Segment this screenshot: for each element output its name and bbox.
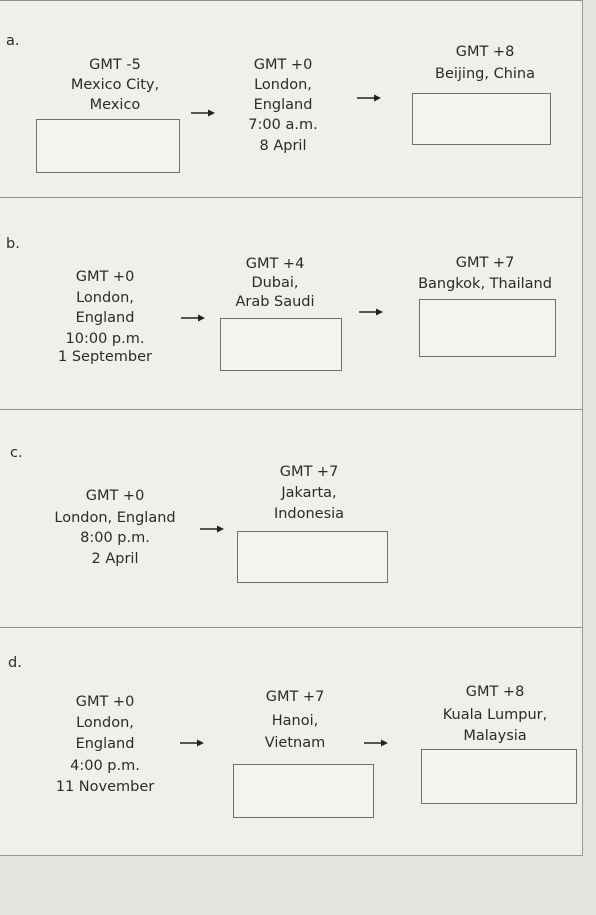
origin-offset: GMT +0 [75, 269, 135, 285]
middle-city: Hanoi, [271, 713, 319, 729]
origin-date: 2 April [91, 551, 139, 567]
middle-offset: GMT +4 [245, 256, 305, 272]
exercise-label-d: d. [8, 655, 22, 671]
origin-date: 1 September [58, 349, 152, 365]
origin-time: 4:00 p.m. [70, 758, 140, 774]
right-offset: GMT +7 [455, 255, 515, 271]
right-arrow-icon [181, 313, 205, 323]
right-arrow-icon [364, 738, 388, 748]
right-arrow-icon [200, 524, 224, 534]
answer-box[interactable] [233, 764, 374, 818]
right-arrow-icon [359, 307, 383, 317]
origin-offset: GMT -5 [89, 57, 141, 73]
origin-country: England [75, 310, 135, 326]
section-divider [0, 197, 582, 198]
answer-box[interactable] [220, 318, 342, 371]
exercise-label-a: a. [6, 33, 20, 49]
answer-box[interactable] [36, 119, 180, 173]
right-arrow-icon [357, 93, 381, 103]
middle-city: Dubai, [251, 275, 299, 291]
right-country: Malaysia [463, 728, 527, 744]
right-arrow-icon [180, 738, 204, 748]
section-divider [0, 409, 582, 410]
middle-country: Arab Saudi [235, 294, 315, 310]
origin-offset: GMT +0 [85, 488, 145, 504]
origin-country: Mexico [89, 97, 141, 113]
middle-time: 7:00 a.m. [248, 117, 318, 133]
right-arrow-icon [191, 108, 215, 118]
origin-date: 11 November [55, 779, 155, 795]
answer-box[interactable] [237, 531, 388, 583]
origin-time: 10:00 p.m. [65, 331, 145, 347]
middle-offset: GMT +0 [253, 57, 313, 73]
middle-city: London, [254, 77, 312, 93]
middle-country: England [253, 97, 313, 113]
section-divider [0, 0, 582, 1]
answer-box[interactable] [421, 749, 577, 804]
middle-country: Vietnam [264, 735, 326, 751]
right-city: Bangkok, Thailand [418, 276, 552, 292]
right-city: Kuala Lumpur, [442, 707, 548, 723]
origin-country: England [75, 736, 135, 752]
answer-box[interactable] [419, 299, 556, 357]
exercise-label-b: b. [6, 236, 20, 252]
right-city: Beijing, China [435, 66, 535, 82]
middle-offset: GMT +7 [265, 689, 325, 705]
answer-box[interactable] [412, 93, 551, 145]
origin-city: Mexico City, [70, 77, 160, 93]
right-offset: GMT +8 [465, 684, 525, 700]
origin-offset: GMT +0 [75, 694, 135, 710]
right-offset: GMT +8 [455, 44, 515, 60]
exercise-label-c: c. [10, 445, 23, 461]
section-divider [0, 627, 582, 628]
right-city: Jakarta, [281, 485, 337, 501]
origin-city: London, England [54, 510, 176, 526]
worksheet: a. GMT -5 Mexico City, Mexico GMT +0 Lon… [0, 0, 583, 856]
origin-time: 8:00 p.m. [80, 530, 150, 546]
origin-city: London, [76, 290, 134, 306]
origin-city: London, [76, 715, 134, 731]
right-country: Indonesia [273, 506, 345, 522]
right-offset: GMT +7 [279, 464, 339, 480]
middle-date: 8 April [259, 138, 307, 154]
